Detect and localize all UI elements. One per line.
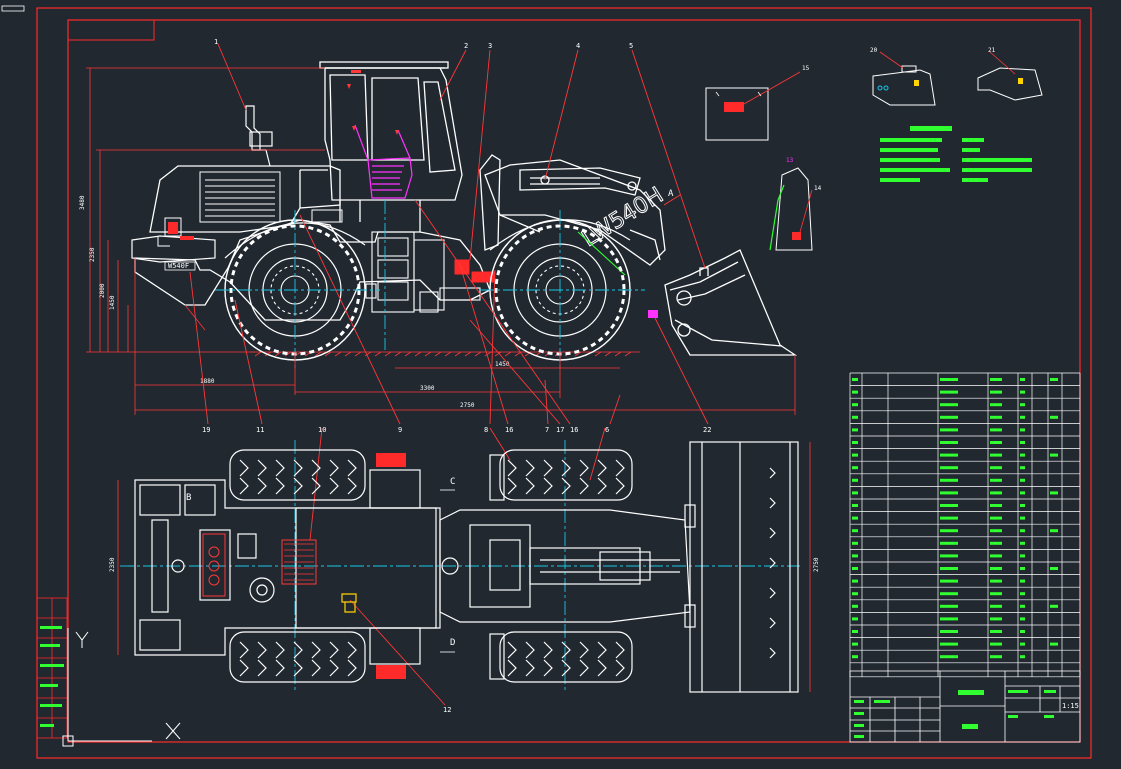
detail-view-21	[977, 67, 1043, 101]
corner-marker	[1, 5, 25, 12]
top-rear-tyres	[229, 449, 366, 683]
outer-frame	[36, 7, 1092, 759]
view-label-a: A	[668, 189, 674, 199]
top-view-letters: B C D	[186, 477, 455, 648]
bucket-pin-highlight	[648, 310, 658, 318]
callout-6: 6	[605, 426, 609, 434]
top-dimension-values: 2350 2750	[109, 557, 820, 572]
detail-panel-15	[705, 87, 769, 141]
top-rear-highlights	[202, 533, 317, 597]
dim-rear-overhang: 1880	[200, 378, 215, 385]
top-dimension-lines	[117, 442, 811, 692]
top-front-tyres	[499, 449, 633, 683]
callout-16a: 16	[505, 426, 513, 434]
callout-11: 11	[256, 426, 264, 434]
view-label-c: C	[450, 477, 455, 487]
counterweight-plate-text: W540F	[168, 262, 189, 270]
title-block-text	[854, 690, 1056, 738]
callout-22: 22	[703, 426, 711, 434]
dim-height-mid: 1450	[109, 295, 116, 310]
callout-10: 10	[318, 426, 326, 434]
boom-linkage	[479, 154, 666, 266]
hydraulic-tank	[341, 593, 357, 613]
detail-views: 15 20 21 14 13	[705, 47, 1043, 251]
callout-12: 12	[443, 706, 451, 714]
dim-height-overall: 3480	[79, 195, 86, 210]
dim-width-bucket: 2750	[813, 557, 820, 572]
callout-2: 2	[464, 42, 468, 50]
detail-label-21: 21	[988, 47, 996, 54]
leader-lines	[189, 43, 709, 706]
callout-1: 1	[214, 38, 218, 46]
dim-front-reach: 1450	[495, 361, 510, 368]
dim-width-rear: 2350	[109, 557, 116, 572]
detail-label-15: 15	[802, 65, 810, 72]
centerlines	[215, 200, 645, 370]
callout-3: 3	[488, 42, 492, 50]
radiator-grille	[199, 171, 281, 223]
code-box	[67, 19, 155, 41]
left-stripe-text	[40, 626, 64, 727]
engine-hood	[149, 165, 341, 233]
callout-5: 5	[629, 42, 633, 50]
drawing-scale: 1:15	[1062, 702, 1079, 710]
red-accent-parts	[168, 222, 194, 240]
counterweight	[131, 235, 216, 263]
callout-17: 17	[556, 426, 564, 434]
detail-view-14	[775, 167, 813, 251]
detail-label-20: 20	[870, 47, 878, 54]
dim-height-cab: 2350	[89, 247, 96, 262]
ucs-icon	[62, 628, 181, 747]
callout-19: 19	[202, 426, 210, 434]
view-label-d: D	[450, 638, 455, 648]
top-bucket	[684, 441, 799, 693]
loader-top-view: 2350 2750 B C D	[109, 440, 820, 693]
grille-slats	[205, 179, 275, 217]
callout-4: 4	[576, 42, 580, 50]
dim-length-overall: 2750	[460, 402, 475, 409]
section-arrows	[440, 489, 455, 653]
parts-list-table	[849, 372, 1081, 678]
detail-label-14: 14	[814, 185, 822, 192]
dim-wheelbase: 3300	[420, 385, 435, 392]
plate-box	[164, 261, 196, 271]
detail-view-20	[872, 65, 936, 106]
detail-label-13: 13	[786, 157, 794, 164]
misc-details	[157, 209, 343, 247]
callout-9: 9	[398, 426, 402, 434]
red-lamps	[376, 453, 406, 679]
technical-requirements-block	[880, 126, 1032, 182]
view-label-b: B	[186, 493, 191, 503]
parts-list-cell-text	[852, 378, 1058, 659]
bucket	[664, 249, 798, 356]
side-dimension-values: 3480 2350 2000 1450 1880 3300 1450 2750	[79, 195, 510, 409]
cab-seat-highlight	[354, 124, 413, 199]
callout-16b: 16	[570, 426, 578, 434]
title-block	[849, 670, 1081, 743]
cab-marks	[347, 70, 399, 135]
left-binding-stripe	[36, 597, 68, 739]
callout-numbers: 1 2 3 4 5 6 7 8 9 10 11 12 16 17 16 19 2…	[202, 38, 711, 714]
cab	[299, 61, 463, 232]
callout-7: 7	[545, 426, 549, 434]
dim-height-hood: 2000	[99, 283, 106, 298]
callout-8: 8	[484, 426, 488, 434]
